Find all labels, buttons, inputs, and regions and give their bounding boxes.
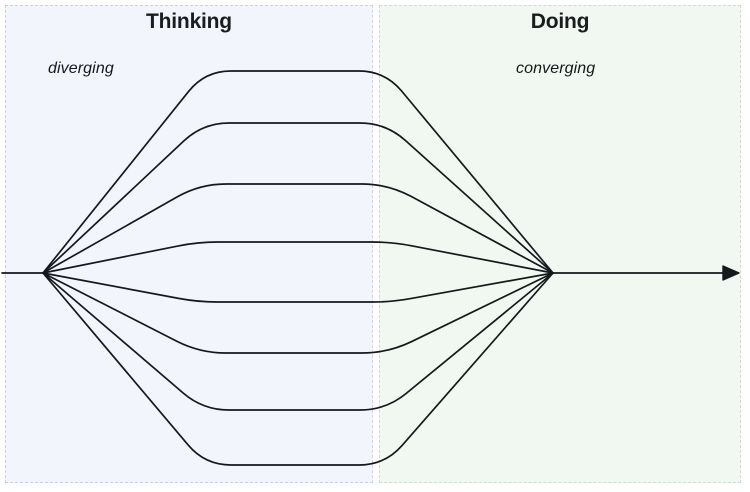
arrow-head-icon: [722, 265, 740, 281]
branch-path-2: [42, 122, 554, 274]
panel-thinking-heading: Thinking: [146, 10, 232, 33]
branch-path-7: [42, 272, 554, 411]
branch-path-4: [42, 241, 554, 274]
branch-group: [42, 70, 554, 466]
panel-doing-heading: Doing: [530, 10, 590, 33]
branch-path-6: [42, 272, 554, 354]
branch-path-8: [42, 272, 554, 466]
label-diverging: diverging: [48, 60, 114, 77]
label-converging: converging: [516, 60, 596, 77]
branch-path-5: [42, 272, 554, 303]
branch-path-3: [42, 183, 554, 274]
branch-path-1: [42, 70, 554, 274]
